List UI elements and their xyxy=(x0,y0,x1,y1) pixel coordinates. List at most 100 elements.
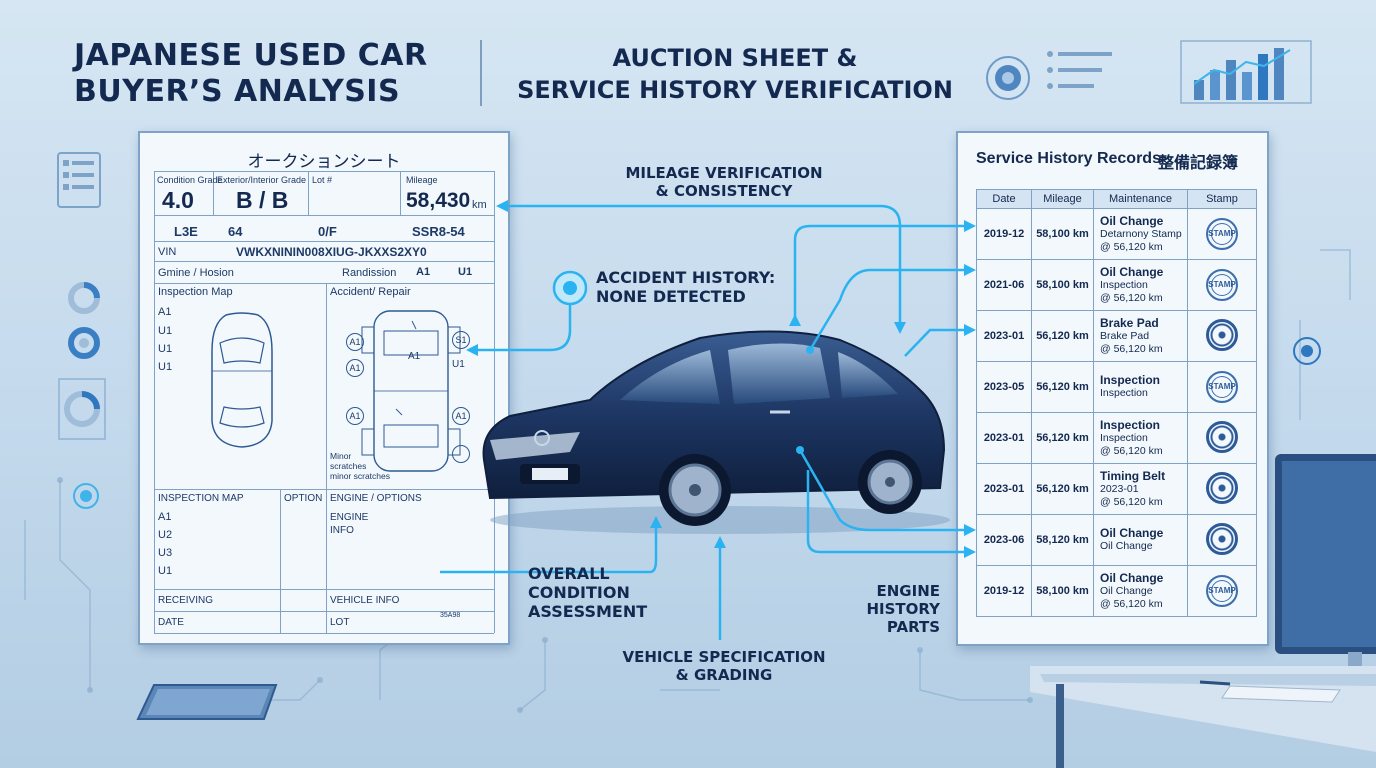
row-maintenance-line-3: @ 56,120 km xyxy=(1100,240,1163,253)
ring-gauge-icon xyxy=(68,327,100,359)
row-stamp: STAMP xyxy=(1187,259,1257,311)
row-date: 2023-01 xyxy=(976,310,1032,362)
accident-code: A1 xyxy=(408,351,421,362)
callout-vehicle-specification: VEHICLE SPECIFICATION & GRADING xyxy=(596,648,852,684)
lower-code: U2 xyxy=(158,529,173,541)
stamp-icon: STAMP xyxy=(1206,269,1238,301)
callout-engine-line-1: ENGINE xyxy=(876,582,941,600)
callout-accident-history: ACCIDENT HISTORY: NONE DETECTED xyxy=(596,268,792,306)
callout-engine-line-2: HISTORY xyxy=(866,600,940,618)
service-history-title: Service History Records xyxy=(976,150,1161,167)
main-title-line-1: JAPANESE USED CAR xyxy=(74,38,428,73)
row-maintenance-title: Oil Change xyxy=(1100,570,1164,585)
ext-int-grade-label: Exterior/Interior Grade xyxy=(217,175,307,185)
callout-overall-condition: OVERALL CONDITION ASSESSMENT xyxy=(528,564,658,621)
row-date: 2023-05 xyxy=(976,361,1032,413)
sheet-code-3: 0/F xyxy=(318,224,337,239)
lot-value: 35A98 xyxy=(440,612,461,619)
callout-engine-history: ENGINE HISTORY PARTS xyxy=(840,582,940,636)
row-maintenance-title: Inspection xyxy=(1100,373,1161,387)
donut-chart-icon xyxy=(68,282,100,314)
callout-vehicle-line-2: & GRADING xyxy=(675,666,773,684)
lower-inspection-map-label: INSPECTION MAP xyxy=(158,493,244,504)
subtitle: AUCTION SHEET & SERVICE HISTORY VERIFICA… xyxy=(500,42,970,106)
service-history-title-jp: 整備記録簿 xyxy=(1158,155,1239,172)
vin-value: VWKXNININ008XIUG-JKXXS2XY0 xyxy=(236,245,427,259)
accident-code: A1 xyxy=(346,407,364,425)
row-date: 2019-12 xyxy=(976,208,1032,260)
callout-mileage-verification: MILEAGE VERIFICATION & CONSISTENCY xyxy=(606,164,842,200)
main-title: JAPANESE USED CAR BUYER’S ANALYSIS xyxy=(74,38,474,110)
sheet-grid-line xyxy=(154,489,494,490)
engine-label: Gmine / Hosion xyxy=(158,267,234,279)
inspection-code: U1 xyxy=(158,343,173,355)
sheet-code-2: 64 xyxy=(228,224,243,239)
row-stamp xyxy=(1187,412,1257,464)
minor-note-line-3: minor scratches xyxy=(330,471,390,481)
row-maintenance-line-2: Inspection xyxy=(1100,387,1148,399)
sheet-grid-line xyxy=(154,215,494,216)
lot-label: LOT xyxy=(330,617,350,628)
condition-grade-label: Condition Grade xyxy=(157,175,223,185)
minor-note-line-1: Minor xyxy=(330,451,352,461)
row-maintenance-title: Inspection xyxy=(1100,417,1161,432)
auction-sheet: オークションシート Condition Grade Exterior/Inter… xyxy=(138,131,510,645)
condition-grade-value: 4.0 xyxy=(162,187,194,213)
target-icon xyxy=(986,56,1030,100)
row-maintenance-line-3: @ 56,120 km xyxy=(1100,597,1163,610)
gauge-icon xyxy=(58,378,106,440)
callout-accident-line-2: NONE DETECTED xyxy=(596,287,746,306)
callout-overall-line-1: OVERALL xyxy=(528,564,610,583)
stamp-icon: STAMP xyxy=(1206,575,1238,607)
sheet-grid-line xyxy=(213,171,214,215)
vin-label: VIN xyxy=(158,246,177,258)
sheet-grid-line xyxy=(154,589,494,590)
ext-int-grade-value: B / B xyxy=(236,187,289,213)
row-maintenance-title: Oil Change xyxy=(1100,213,1164,228)
row-mileage: 58,120 km xyxy=(1031,514,1094,566)
service-history-panel: Service History Records 整備記録簿 Date Milea… xyxy=(956,131,1269,646)
car-illustration xyxy=(482,330,950,534)
sheet-grid-line xyxy=(326,283,327,489)
subtitle-line-2: SERVICE HISTORY VERIFICATION xyxy=(517,76,953,104)
glow-dot-icon xyxy=(73,483,99,509)
engine-options-label: ENGINE / OPTIONS xyxy=(330,493,422,504)
row-maintenance-line-2: Inspection xyxy=(1100,431,1148,444)
randission-label: Randission xyxy=(342,267,397,279)
sheet-grid-line xyxy=(154,611,494,612)
column-header-maintenance: Maintenance xyxy=(1093,189,1188,209)
row-maintenance-line-2: Oil Change xyxy=(1100,584,1153,597)
callout-mileage-line-1: MILEAGE VERIFICATION xyxy=(625,164,823,182)
main-title-line-2: BUYER’S ANALYSIS xyxy=(74,74,401,109)
callout-mileage-line-2: & CONSISTENCY xyxy=(655,182,793,200)
engine-info-line-1: ENGINE xyxy=(330,512,369,523)
callout-overall-line-3: ASSESSMENT xyxy=(528,602,648,621)
lower-code: U3 xyxy=(158,547,173,559)
mileage-unit: km xyxy=(472,199,487,211)
auction-sheet-title: オークションシート xyxy=(247,152,401,171)
lower-code: U1 xyxy=(158,565,173,577)
row-maintenance-line-2: Inspection xyxy=(1100,278,1148,291)
accident-repair-label: Accident/ Repair xyxy=(330,286,411,298)
sheet-grid-line xyxy=(308,171,309,215)
engine-info: ENGINE INFO xyxy=(330,511,368,537)
row-mileage: 58,100 km xyxy=(1031,259,1094,311)
row-maintenance-line-2: Oil Change xyxy=(1100,540,1153,552)
tablet-icon xyxy=(136,684,278,720)
sheet-grid-line xyxy=(154,171,155,633)
accident-code: A1 xyxy=(452,407,470,425)
bar-chart-icon xyxy=(1180,40,1312,104)
wheel-icon xyxy=(1206,420,1238,453)
inspection-code: A1 xyxy=(158,306,172,318)
callout-accident-line-1: ACCIDENT HISTORY: xyxy=(596,268,776,287)
